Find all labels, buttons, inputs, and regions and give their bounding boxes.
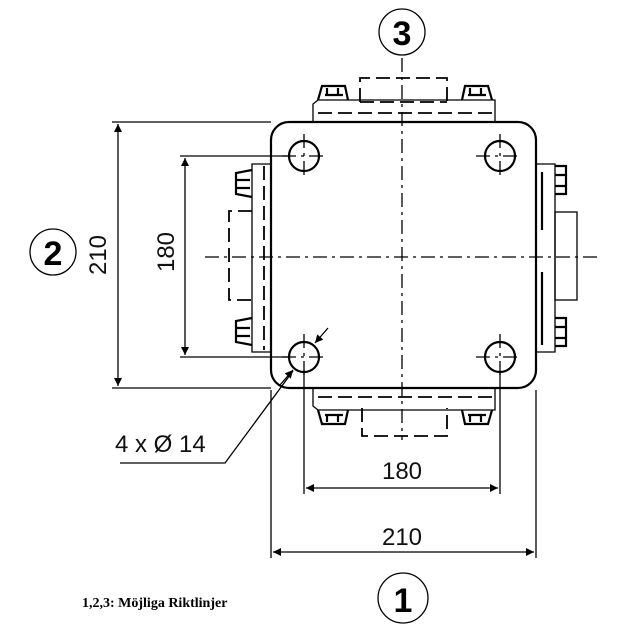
direction-marker-1: 1 [377,572,429,624]
bottom-bracket [312,388,496,437]
mounting-plate [269,120,538,390]
dimension-hole-spacing-vertical: 180 [153,155,290,358]
dimension-hole-spacing-horizontal: 180 [303,372,501,494]
hole-icon [476,334,522,380]
bolt-icon [460,409,494,426]
hole-callout: 4 x Ø 14 [115,327,329,464]
dimension-label: 210 [382,524,422,551]
hole-icon [476,134,522,180]
bolt-icon [555,316,568,348]
bolt-icon [316,84,350,101]
dimension-outer-width: 210 [270,390,537,558]
bolt-icon [555,164,568,196]
bolt-icon [234,168,253,199]
top-bracket [312,77,496,122]
dimension-outer-height: 210 [85,121,271,389]
marker-label: 3 [393,15,412,53]
hole-icon [282,134,328,180]
marker-label: 2 [44,235,63,273]
hole-callout-label: 4 x Ø 14 [115,431,206,458]
dimension-label: 210 [85,235,112,275]
bolt-icon [316,409,350,426]
bolt-icon [234,316,253,347]
dimension-label: 180 [153,232,180,272]
bolt-icon [460,84,494,101]
right-bracket [536,163,578,353]
left-bracket [228,163,271,353]
direction-marker-3: 3 [378,8,426,56]
marker-label: 1 [394,582,413,620]
legend-text: 1,2,3: Möjliga Riktlinjer [82,596,227,611]
direction-marker-2: 2 [29,228,77,276]
dimension-label: 180 [382,458,422,485]
